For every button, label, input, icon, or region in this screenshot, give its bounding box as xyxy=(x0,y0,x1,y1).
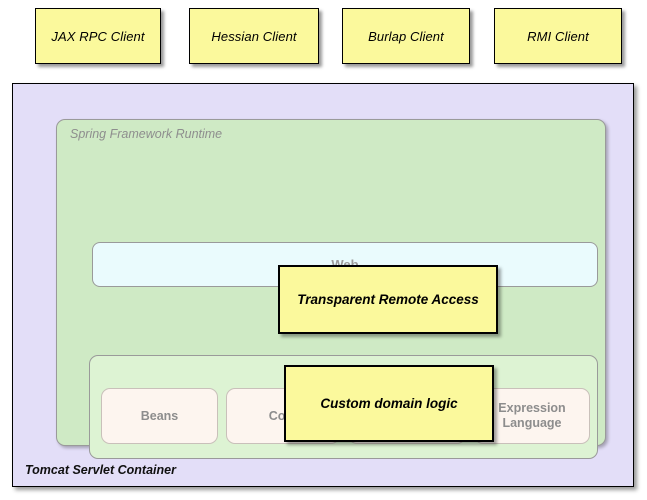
client-box-rmi[interactable]: RMI Client xyxy=(494,8,622,64)
highlight-custom-domain-logic[interactable]: Custom domain logic xyxy=(284,365,494,442)
spring-framework-runtime-label: Spring Framework Runtime xyxy=(70,127,223,141)
client-label: RMI Client xyxy=(527,28,589,44)
module-box-beans[interactable]: Beans xyxy=(101,388,218,444)
client-label: Burlap Client xyxy=(368,28,444,44)
client-box-jax-rpc[interactable]: JAX RPC Client xyxy=(35,8,161,64)
client-row: JAX RPC Client Hessian Client Burlap Cli… xyxy=(0,0,647,80)
tomcat-servlet-container-label: Tomcat Servlet Container xyxy=(25,463,176,477)
client-label: JAX RPC Client xyxy=(51,28,145,44)
client-box-hessian[interactable]: Hessian Client xyxy=(189,8,319,64)
client-box-burlap[interactable]: Burlap Client xyxy=(342,8,470,64)
highlight-transparent-remote-access[interactable]: Transparent Remote Access xyxy=(278,265,498,334)
module-label: Beans xyxy=(140,408,179,423)
highlight-label: Transparent Remote Access xyxy=(297,292,479,307)
spring-framework-runtime-panel: Spring Framework Runtime Web Core Contai… xyxy=(56,119,606,459)
tomcat-servlet-container: Spring Framework Runtime Web Core Contai… xyxy=(12,83,634,487)
highlight-label: Custom domain logic xyxy=(320,396,458,411)
client-label: Hessian Client xyxy=(211,28,297,44)
